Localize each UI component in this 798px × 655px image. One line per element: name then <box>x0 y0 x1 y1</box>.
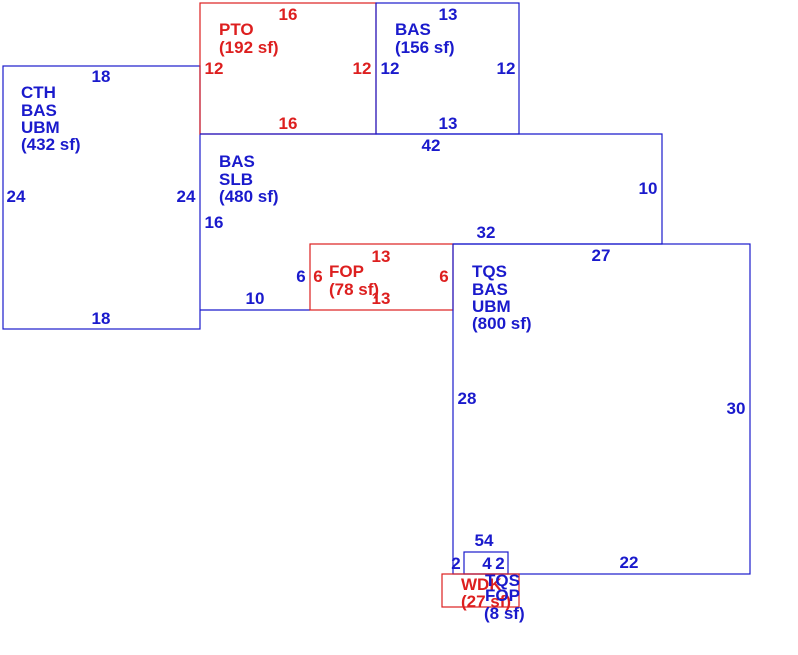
dim-fop-bottom: 13 <box>372 289 391 308</box>
tqs-main-label-line1: TQS <box>472 262 507 281</box>
dim-small-inner-right: 2 <box>495 554 504 573</box>
dim-small-inner-top: 4 <box>482 554 492 573</box>
dim-tqs-bottom: 22 <box>620 553 639 572</box>
dim-pto-left: 12 <box>205 59 224 78</box>
dim-bas-top-left: 12 <box>381 59 400 78</box>
dim-cth-left: 24 <box>7 187 26 206</box>
dim-fop-top: 13 <box>372 247 391 266</box>
tqs-main-area-label: TQS BAS UBM (800 sf) <box>472 262 532 333</box>
tqs-fop-area-label: TQS FOP (8 sf) <box>484 571 525 623</box>
dim-slb-bottom-right: 32 <box>477 223 496 242</box>
cth-outline <box>2 65 201 330</box>
bas-top-label-line1: BAS <box>395 20 431 39</box>
cth-label-line1: CTH <box>21 83 56 102</box>
dim-tqs-right: 30 <box>727 399 746 418</box>
tqs-main-label-line3: UBM <box>472 297 511 316</box>
dim-pto-right: 12 <box>353 59 372 78</box>
dim-small-left: 2 <box>451 554 460 573</box>
dim-bas-top-bottom: 13 <box>439 114 458 133</box>
wdk-label-line1: WDK <box>461 575 502 594</box>
dim-slb-top: 42 <box>422 136 441 155</box>
fop-label-line1: FOP <box>329 262 364 281</box>
wdk-area-label: WDK (27 sf) <box>461 575 511 611</box>
dim-slb-bottom-left: 10 <box>246 289 265 308</box>
pto-area-label: PTO (192 sf) <box>219 20 279 57</box>
dim-fop-left: 6 <box>313 267 322 286</box>
cth-label-line2: BAS <box>21 101 57 120</box>
dim-pto-top: 16 <box>279 5 298 24</box>
tqs-fop-label-area: (8 sf) <box>484 604 525 623</box>
cth-label-area: (432 sf) <box>21 135 81 154</box>
cth-area-label: CTH BAS UBM (432 sf) <box>21 83 81 154</box>
fop-label-area: (78 sf) <box>329 280 379 299</box>
dim-small-top: 54 <box>475 531 494 550</box>
pto-label-line1: PTO <box>219 20 254 39</box>
dim-cth-top: 18 <box>92 67 111 86</box>
dimension-labels-red: 16 16 12 12 13 13 6 6 <box>205 5 449 308</box>
tqs-main-label-area: (800 sf) <box>472 314 532 333</box>
fop-area-label: FOP (78 sf) <box>329 262 379 299</box>
bas-slb-label-line2: SLB <box>219 170 253 189</box>
dim-slb-left: 16 <box>205 213 224 232</box>
dim-slb-right: 10 <box>639 179 658 198</box>
dim-cth-right: 24 <box>177 187 196 206</box>
dimension-labels-blue: 18 18 24 24 13 13 12 12 42 10 16 32 10 6… <box>7 5 746 573</box>
pto-label-area: (192 sf) <box>219 38 279 57</box>
dim-cth-bottom: 18 <box>92 309 111 328</box>
dim-bas-top-top: 13 <box>439 5 458 24</box>
cth-label-line3: UBM <box>21 118 60 137</box>
wdk-label-area: (27 sf) <box>461 592 511 611</box>
dim-fop-right: 6 <box>439 267 448 286</box>
bas-slb-label-area: (480 sf) <box>219 187 279 206</box>
dim-pto-bottom: 16 <box>279 114 298 133</box>
dim-tqs-left: 28 <box>458 389 477 408</box>
tqs-main-label-line2: BAS <box>472 280 508 299</box>
bas-slb-area-label: BAS SLB (480 sf) <box>219 152 279 206</box>
dim-slb-notch: 6 <box>296 267 305 286</box>
dim-tqs-top: 27 <box>592 246 611 265</box>
tqs-fop-label-line1: TQS <box>485 571 520 590</box>
tqs-main-outline <box>452 243 751 575</box>
bas-top-label-area: (156 sf) <box>395 38 455 57</box>
tqs-fop-label-line2: FOP <box>485 586 520 605</box>
wdk-outline <box>441 573 520 608</box>
bas-slb-label-line1: BAS <box>219 152 255 171</box>
dim-bas-top-right: 12 <box>497 59 516 78</box>
bas-top-area-label: BAS (156 sf) <box>395 20 455 57</box>
